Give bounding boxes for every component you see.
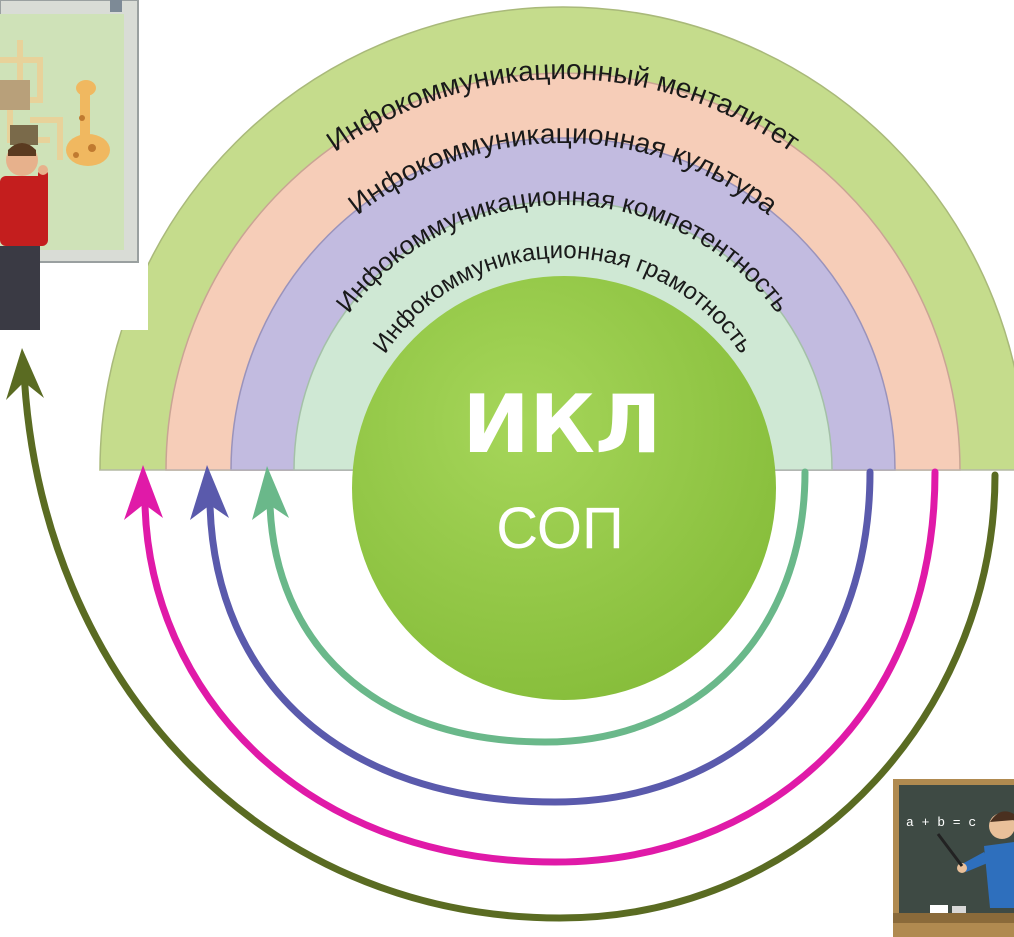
center-title: ИКЛ xyxy=(463,378,662,471)
whiteboard-photo xyxy=(0,0,148,330)
giraffe-icon xyxy=(66,80,110,166)
arrow-culture xyxy=(124,465,939,866)
arrow-mentality xyxy=(6,348,999,922)
teacher-clipart: a + b = c xyxy=(893,779,1014,937)
board-formula: a + b = c xyxy=(906,815,976,830)
center-subtitle: СОП xyxy=(496,496,623,561)
arrow-literacy xyxy=(252,466,809,746)
pointer-stick xyxy=(936,833,964,867)
center-circle xyxy=(352,276,776,700)
return-arrows xyxy=(6,348,999,922)
arrow-competence xyxy=(190,465,874,806)
child-figure xyxy=(0,143,48,330)
teacher-figure xyxy=(936,811,1014,908)
center-node: ИКЛ СОП xyxy=(352,276,776,700)
